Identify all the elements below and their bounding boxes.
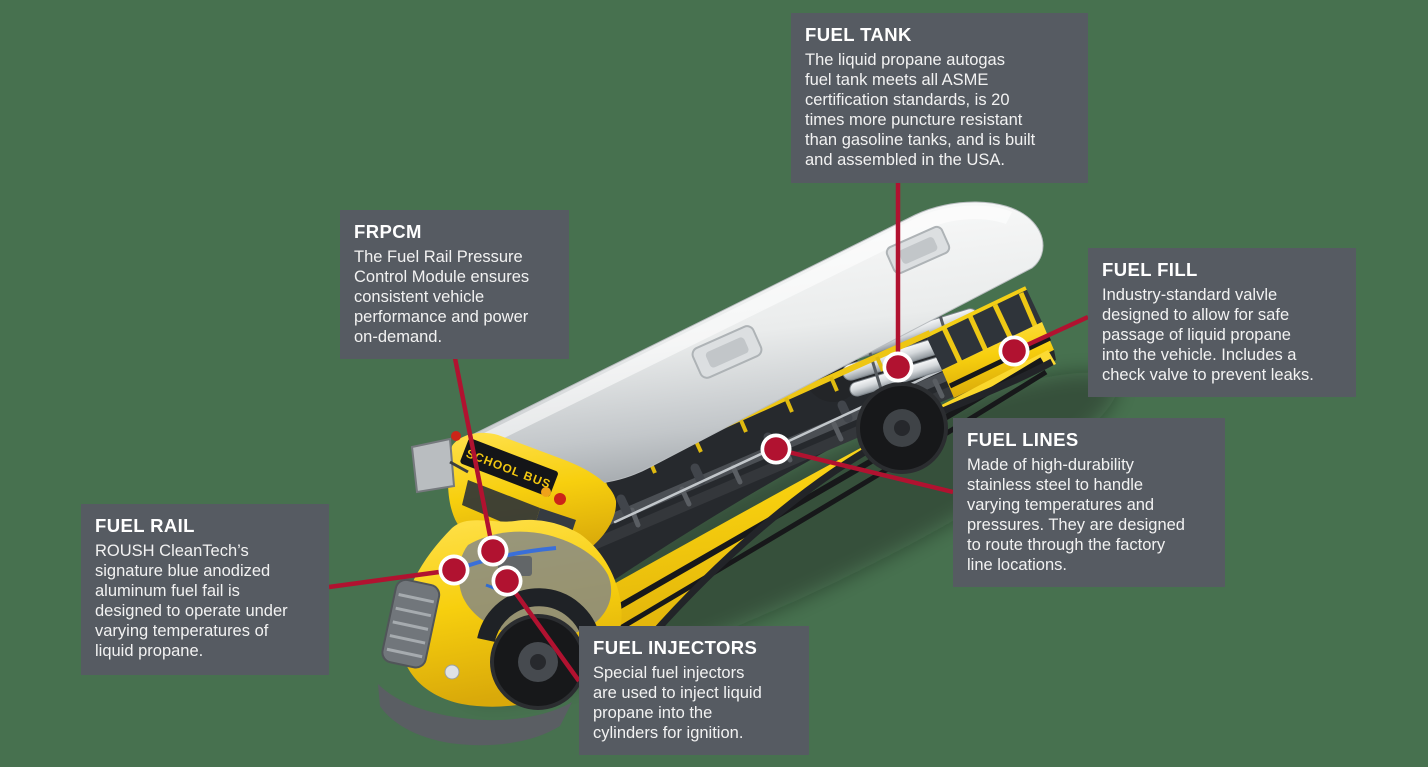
headlight — [444, 664, 460, 680]
callout-title: FUEL TANK — [805, 24, 912, 45]
stainless-fuel-line — [613, 343, 997, 524]
callout-frpcm: FRPCM The Fuel Rail Pressure Control Mod… — [340, 210, 569, 359]
callout-title: FUEL LINES — [967, 429, 1079, 450]
callout-body: The liquid propane autogas fuel tank mee… — [805, 51, 1036, 169]
front-bumper — [378, 684, 572, 746]
callout-body: The Fuel Rail Pressure Control Module en… — [354, 248, 530, 346]
callout-fuel-injectors: FUEL INJECTORS Special fuel injectors ar… — [579, 626, 809, 755]
callout-body: Special fuel injectors are used to injec… — [593, 664, 762, 742]
red-light — [451, 431, 461, 441]
callout-body: ROUSH CleanTech’s signature blue anodize… — [95, 542, 288, 660]
callout-fuel-rail: FUEL RAIL ROUSH CleanTech’s signature bl… — [81, 504, 329, 675]
callout-body: Industry-standard valvle designed to all… — [1102, 286, 1314, 384]
callout-fuel-fill: FUEL FILL Industry-standard valvle desig… — [1088, 248, 1356, 397]
rear-wheel — [856, 382, 948, 474]
callout-fuel-tank: FUEL TANK The liquid propane autogas fue… — [791, 13, 1088, 183]
callout-title: FRPCM — [354, 221, 422, 242]
rear-side-windows — [925, 286, 1042, 370]
callout-title: FUEL RAIL — [95, 515, 195, 536]
callout-fuel-lines: FUEL LINES Made of high-durability stain… — [953, 418, 1225, 587]
callout-title: FUEL INJECTORS — [593, 637, 758, 658]
callout-body: Made of high-durability stainless steel … — [967, 456, 1185, 574]
callout-title: FUEL FILL — [1102, 259, 1198, 280]
roof-hatch — [691, 325, 763, 379]
amber-light — [541, 487, 551, 497]
roof-hatch — [885, 225, 951, 275]
red-light — [554, 493, 566, 505]
